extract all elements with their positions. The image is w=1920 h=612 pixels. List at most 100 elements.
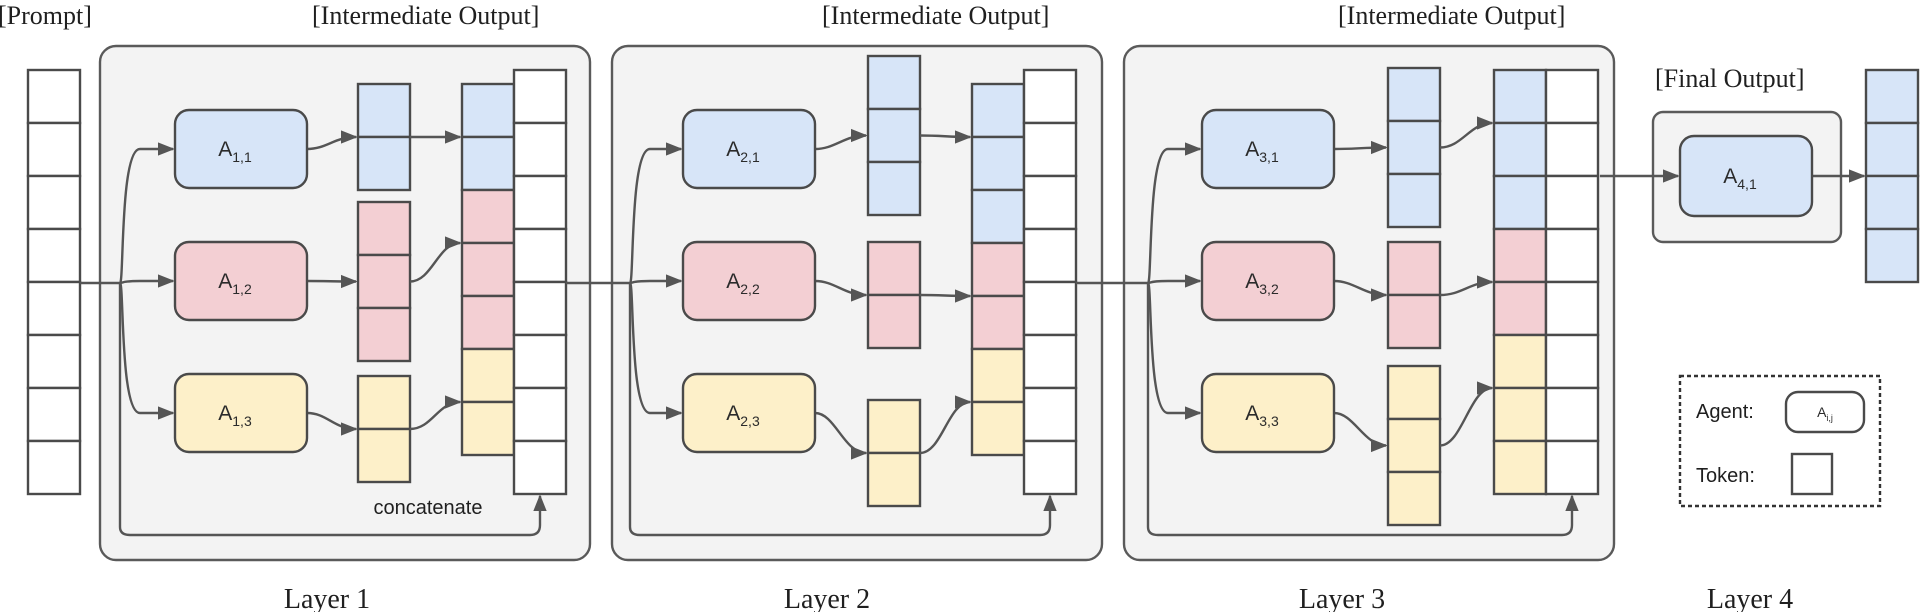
- final-output-cell-1: [1864, 68, 1920, 125]
- final-output-label: [Final Output]: [1655, 64, 1805, 93]
- layer-3-concat-colored-cell-7: [1492, 386, 1548, 443]
- layer-2-concat-white-cell-5: [1022, 280, 1078, 337]
- layer-1-output-2-cell-1: [356, 200, 412, 257]
- edge-layer-2-concatenate: [628, 283, 1057, 537]
- layer-3-concat-white-cell-6: [1544, 333, 1600, 390]
- layer-1-concat-colored-cell-5: [460, 294, 516, 351]
- agent-1-3: [173, 372, 309, 454]
- edge-output-3-1-to-concat: [1439, 116, 1494, 149]
- edge-output-1-3-to-concat: [409, 395, 462, 431]
- layer-2-concat-white-cell-3: [1022, 174, 1078, 231]
- layer-1-output-3-cell-2: [356, 427, 412, 484]
- edge-agent-3-3-to-output: [1333, 411, 1388, 453]
- legend-agent-sample-text: Ai,j: [1817, 404, 1833, 423]
- layer-1-concat-colored-cell-6: [460, 347, 516, 404]
- layer-3-output-3-cell-1: [1386, 364, 1442, 421]
- concatenate-label: concatenate: [374, 497, 483, 519]
- layer-1-concat-white-cell-7: [512, 386, 568, 443]
- agent-2-3: [681, 372, 817, 454]
- prompt-token-cell-8: [26, 439, 82, 496]
- layer-3-concat-white-cell-4: [1544, 227, 1600, 284]
- layer-2-concat-white-cell-7: [1022, 386, 1078, 443]
- agent-1-3-label: A1,3: [218, 402, 252, 429]
- layer-3-concat-white-cell-2: [1544, 121, 1600, 178]
- agent-1-2-label: A1,2: [218, 270, 252, 297]
- layer-2-concat-white-cell-8: [1022, 439, 1078, 496]
- agent-3-3-label: A3,3: [1245, 402, 1279, 429]
- edge-agent-3-2-to-output: [1333, 279, 1388, 302]
- layer-2-output-1-cell-2: [866, 107, 922, 164]
- final-output-cell-2: [1864, 121, 1920, 178]
- layer-2-concat-white-cell-6: [1022, 333, 1078, 390]
- layer-3-output-1-cell-2: [1386, 119, 1442, 176]
- edges: [80, 116, 1866, 537]
- layer-2-concat-white-cell-2: [1022, 121, 1078, 178]
- agent-2-2-label: A2,2: [726, 270, 760, 297]
- prompt-token-cell-6: [26, 333, 82, 390]
- layer-1-concat-colored-cell-3: [460, 188, 516, 245]
- layer-1-concat-white-cell-4: [512, 227, 568, 284]
- agent-3-1: [1200, 108, 1336, 190]
- intermediate-output-label-3: [Intermediate Output]: [1338, 1, 1565, 30]
- layer-3-output-2-cell-2: [1386, 293, 1442, 350]
- edge-output-3-2-to-concat: [1439, 275, 1494, 297]
- prompt-token-cell-5: [26, 280, 82, 337]
- layer-2-output-1-cell-1: [866, 54, 922, 111]
- prompt-token-cell-1: [26, 68, 82, 125]
- layer-3-concat-colored-cell-2: [1492, 121, 1548, 178]
- layer-1-concat-colored-cell-2: [460, 135, 516, 192]
- layer-2-concat-colored-cell-4: [970, 241, 1026, 298]
- layer-2-concat-colored-cell-1: [970, 82, 1026, 139]
- layer-3-concat-colored-cell-4: [1492, 227, 1548, 284]
- layer-3-output-3-cell-3: [1386, 470, 1442, 527]
- layer-3-concat-white-cell-7: [1544, 386, 1600, 443]
- agent-4-1: [1678, 134, 1814, 218]
- layer-3-concat-colored-cell-6: [1492, 333, 1548, 390]
- edge-agent-2-2-to-output: [814, 279, 868, 302]
- layer-3-output-3-cell-2: [1386, 417, 1442, 474]
- layer-3-label: Layer 3: [1299, 584, 1385, 612]
- token-cells: [26, 54, 1920, 527]
- prompt-label: [Prompt]: [0, 1, 92, 30]
- layer-1-output-2-cell-2: [356, 253, 412, 310]
- edge-agent-2-1-to-output: [814, 128, 868, 151]
- layer-2-output-2-cell-2: [866, 293, 922, 350]
- legend-agent-label: Agent:: [1696, 401, 1754, 423]
- layer-3-concat-white-cell-5: [1544, 280, 1600, 337]
- edge-output-2-3-to-concat: [919, 395, 972, 455]
- legend-token-label: Token:: [1696, 465, 1755, 487]
- agent-1-1: [173, 108, 309, 190]
- layer-2-concat-white-cell-4: [1022, 227, 1078, 284]
- layer-3-concat-white-cell-3: [1544, 174, 1600, 231]
- agent-3-2-label: A3,2: [1245, 270, 1279, 297]
- edge-agent-1-3-to-output: [306, 411, 358, 436]
- layer-3-concat-colored-cell-3: [1492, 174, 1548, 231]
- legend-agent-sample: [1784, 390, 1866, 434]
- edge-output-1-2-to-concat: [409, 236, 462, 283]
- prompt-token-cell-4: [26, 227, 82, 284]
- agent-boxes: A1,1A1,2A1,3A2,1A2,2A2,3A3,1A3,2A3,3A4,1: [173, 108, 1814, 454]
- edge-agent-3-1-to-output: [1333, 140, 1388, 155]
- agent-3-3: [1200, 372, 1336, 454]
- layer-3-concat-colored-cell-8: [1492, 439, 1548, 496]
- layer-3-concat-white-cell-1: [1544, 68, 1600, 125]
- layer-3-concat-white-cell-8: [1544, 439, 1600, 496]
- agent-4-1-label: A4,1: [1723, 165, 1757, 192]
- edge-layer-3-concatenate: [1146, 283, 1579, 537]
- edge-output-2-1-to-concat: [919, 130, 972, 144]
- layer-2-concat-colored-cell-7: [970, 400, 1026, 457]
- prompt-token-cell-7: [26, 386, 82, 443]
- layer-1-concat-white-cell-2: [512, 121, 568, 178]
- layer-2-output-2-cell-1: [866, 240, 922, 297]
- edge-layer-2-to-agent-1: [628, 142, 683, 285]
- layer-4-label: Layer 4: [1707, 584, 1793, 612]
- intermediate-output-label-1: [Intermediate Output]: [312, 1, 539, 30]
- layer-2-concat-white-cell-1: [1022, 68, 1078, 125]
- prompt-token-cell-3: [26, 174, 82, 231]
- layer-2-concat-colored-cell-5: [970, 294, 1026, 351]
- edge-agent-2-3-to-output: [814, 411, 868, 460]
- layer-1-concat-white-cell-3: [512, 174, 568, 231]
- layer-1-output-1-cell-1: [356, 82, 412, 139]
- edge-agent-1-1-to-output: [306, 130, 358, 151]
